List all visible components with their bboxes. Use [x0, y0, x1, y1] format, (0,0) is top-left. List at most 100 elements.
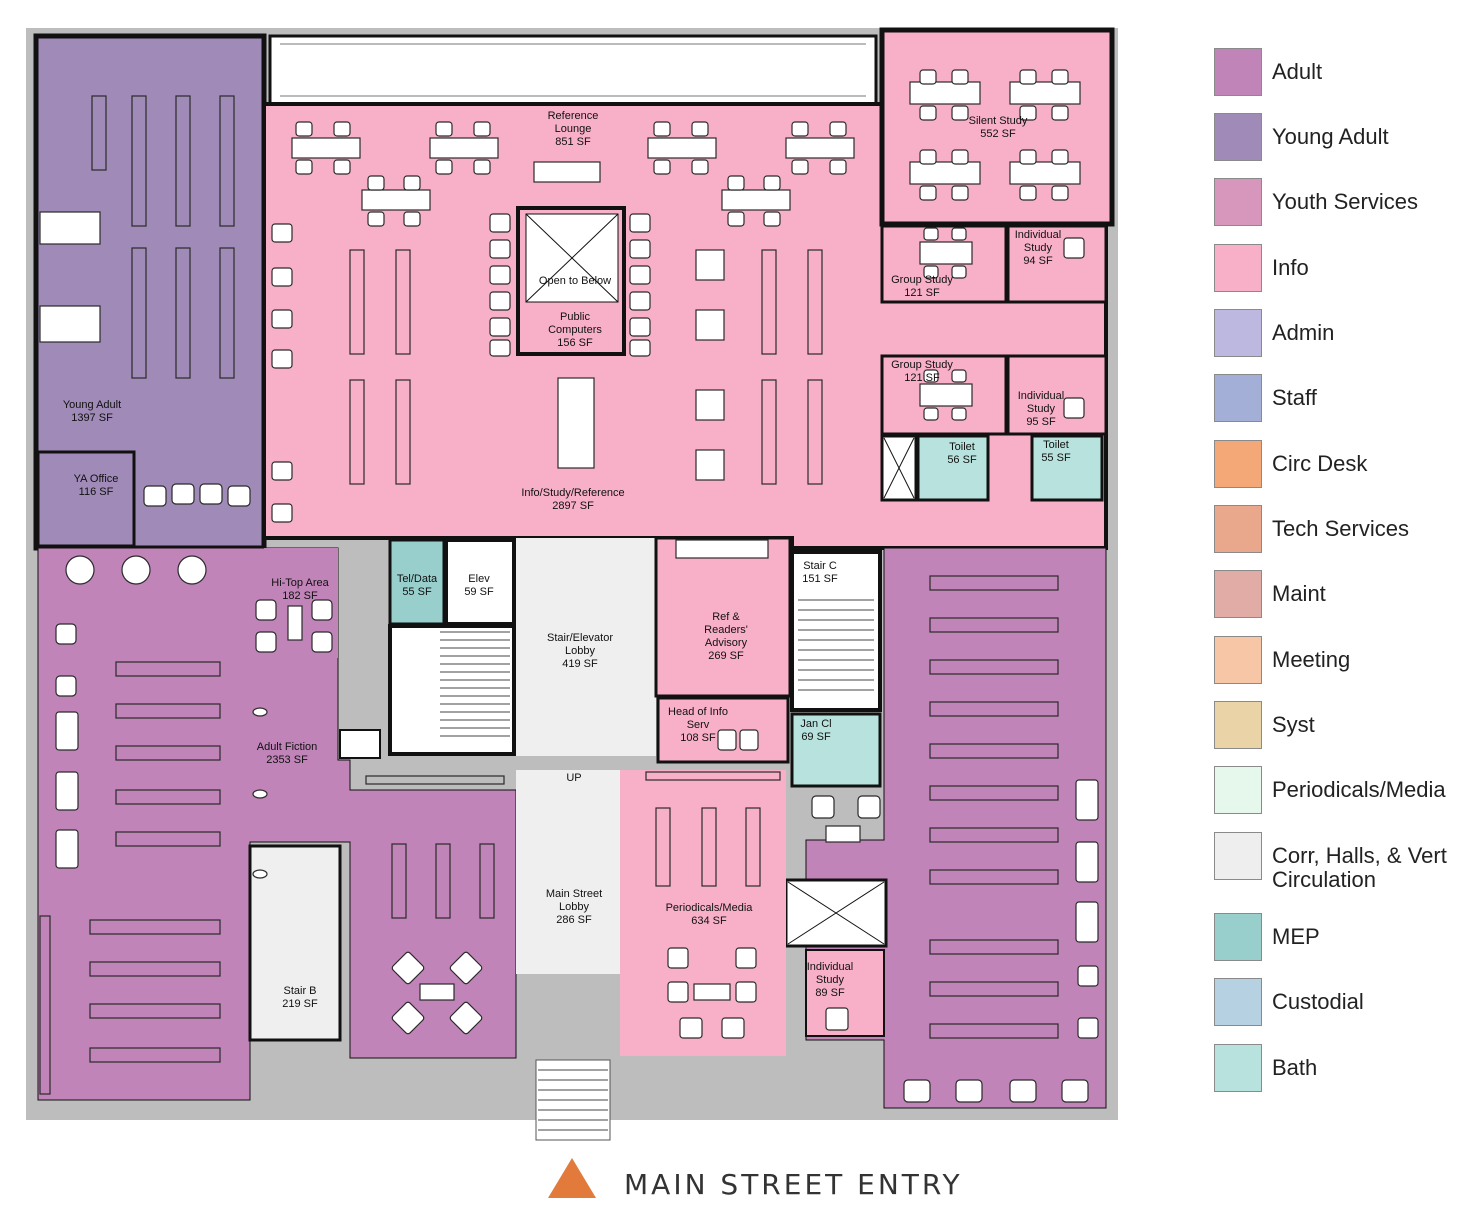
legend-item-tech-services: Tech Services [1214, 505, 1476, 555]
room-stair-a [388, 624, 516, 756]
courtyard [268, 34, 878, 106]
legend-label: Bath [1272, 1055, 1318, 1080]
room-label-line: Stair B [283, 985, 316, 997]
legend-label: Staff [1272, 385, 1317, 410]
room-label-line: 269 SF [708, 650, 744, 662]
corner-shaft [339, 729, 381, 759]
room-ref-readers-advisory[interactable] [654, 536, 792, 698]
legend-swatch [1214, 309, 1262, 357]
room-label-line: 69 SF [801, 731, 831, 743]
room-jan-cl[interactable] [790, 712, 882, 788]
legend-label: Periodicals/Media [1272, 777, 1446, 802]
room-label-up: UP [566, 772, 581, 784]
legend-swatch [1214, 244, 1262, 292]
room-main-street-lobby[interactable] [516, 770, 620, 974]
room-individual-study-94[interactable] [1006, 224, 1108, 304]
legend-item-bath: Bath [1214, 1044, 1476, 1094]
legend-item-syst: Syst [1214, 701, 1476, 751]
room-stair-elevator-lobby[interactable] [516, 538, 656, 756]
room-label-line: Toilet [949, 441, 975, 453]
room-elev[interactable] [444, 538, 516, 626]
room-label-line: 1397 SF [71, 412, 113, 424]
room-label-line: 55 SF [1041, 452, 1071, 464]
room-label-open-to-below: Open to Below [539, 275, 611, 287]
legend-swatch [1214, 636, 1262, 684]
room-label-line: 2353 SF [266, 754, 308, 766]
room-individual-study-95[interactable] [1006, 354, 1108, 436]
room-label-line: Young Adult [63, 399, 121, 411]
room-label-line: 116 SF [79, 486, 114, 498]
room-label-line: 552 SF [980, 128, 1016, 140]
room-label-line: Readers' [704, 624, 748, 636]
chairs [55, 69, 1099, 1103]
legend-swatch [1214, 113, 1262, 161]
legend-label: Youth Services [1272, 189, 1418, 214]
room-label-line: 219 SF [282, 998, 318, 1010]
room-toilet-56[interactable] [916, 434, 990, 502]
room-label-line: Tel/Data [397, 573, 438, 585]
room-label-line: Individual [807, 961, 853, 973]
room-silent-study[interactable] [879, 27, 1115, 227]
room-label-line: Stair C [803, 560, 837, 572]
room-label-line: Info/Study/Reference [521, 487, 624, 499]
room-label-line: Elev [468, 573, 490, 585]
room-label-line: 851 SF [555, 136, 591, 148]
room-label-line: Periodicals/Media [666, 902, 754, 914]
room-label-line: Adult Fiction [257, 741, 318, 753]
room-label-line: 182 SF [282, 590, 318, 602]
legend-label: Corr, Halls, & Vert Circulation [1272, 843, 1447, 892]
legend-item-staff: Staff [1214, 374, 1476, 424]
room-stair-c[interactable] [790, 550, 882, 712]
room-stair-b[interactable] [248, 844, 342, 1042]
room-toilet-55[interactable] [1030, 434, 1104, 502]
legend-swatch [1214, 48, 1262, 96]
legend-item-circ-desk: Circ Desk [1214, 440, 1476, 490]
room-label-line: Toilet [1043, 439, 1069, 451]
legend-label: Tech Services [1272, 516, 1409, 541]
room-label-line: 121 SF [904, 372, 940, 384]
legend-item-young-adult: Young Adult [1214, 113, 1476, 163]
room-label-line: UP [566, 772, 581, 784]
room-ya-office[interactable] [36, 450, 136, 548]
legend-swatch [1214, 440, 1262, 488]
room-label-line: 56 SF [947, 454, 977, 466]
room-label-line: 94 SF [1023, 255, 1053, 267]
legend-swatch [1214, 701, 1262, 749]
room-label-line: 95 SF [1026, 416, 1056, 428]
main-street-entry: MAIN STREET ENTRY [548, 1158, 1008, 1202]
legend-label: Syst [1272, 712, 1315, 737]
room-label-line: Open to Below [539, 275, 611, 287]
legend-label: Maint [1272, 581, 1326, 606]
room-label-line: Individual [1018, 390, 1064, 402]
legend-item-info: Info [1214, 244, 1476, 294]
room-label-line: Group Study [891, 274, 953, 286]
room-label-line: Reference [548, 110, 599, 122]
room-label-line: 156 SF [557, 337, 593, 349]
legend-label: Admin [1272, 320, 1335, 345]
room-label-line: Stair/Elevator [547, 632, 613, 644]
legend-label: Adult [1272, 59, 1323, 84]
room-periodicals-media[interactable] [620, 770, 786, 1056]
room-label-line: YA Office [74, 473, 119, 485]
room-label-line: Ref & [712, 611, 740, 623]
room-label-line: 108 SF [680, 732, 716, 744]
legend-item-mep: MEP [1214, 913, 1476, 963]
room-label-line: 2897 SF [552, 500, 594, 512]
room-tel-data[interactable] [388, 538, 446, 626]
legend-swatch [1214, 374, 1262, 422]
room-label-line: 121 SF [904, 287, 940, 299]
furniture [39, 81, 1081, 1001]
